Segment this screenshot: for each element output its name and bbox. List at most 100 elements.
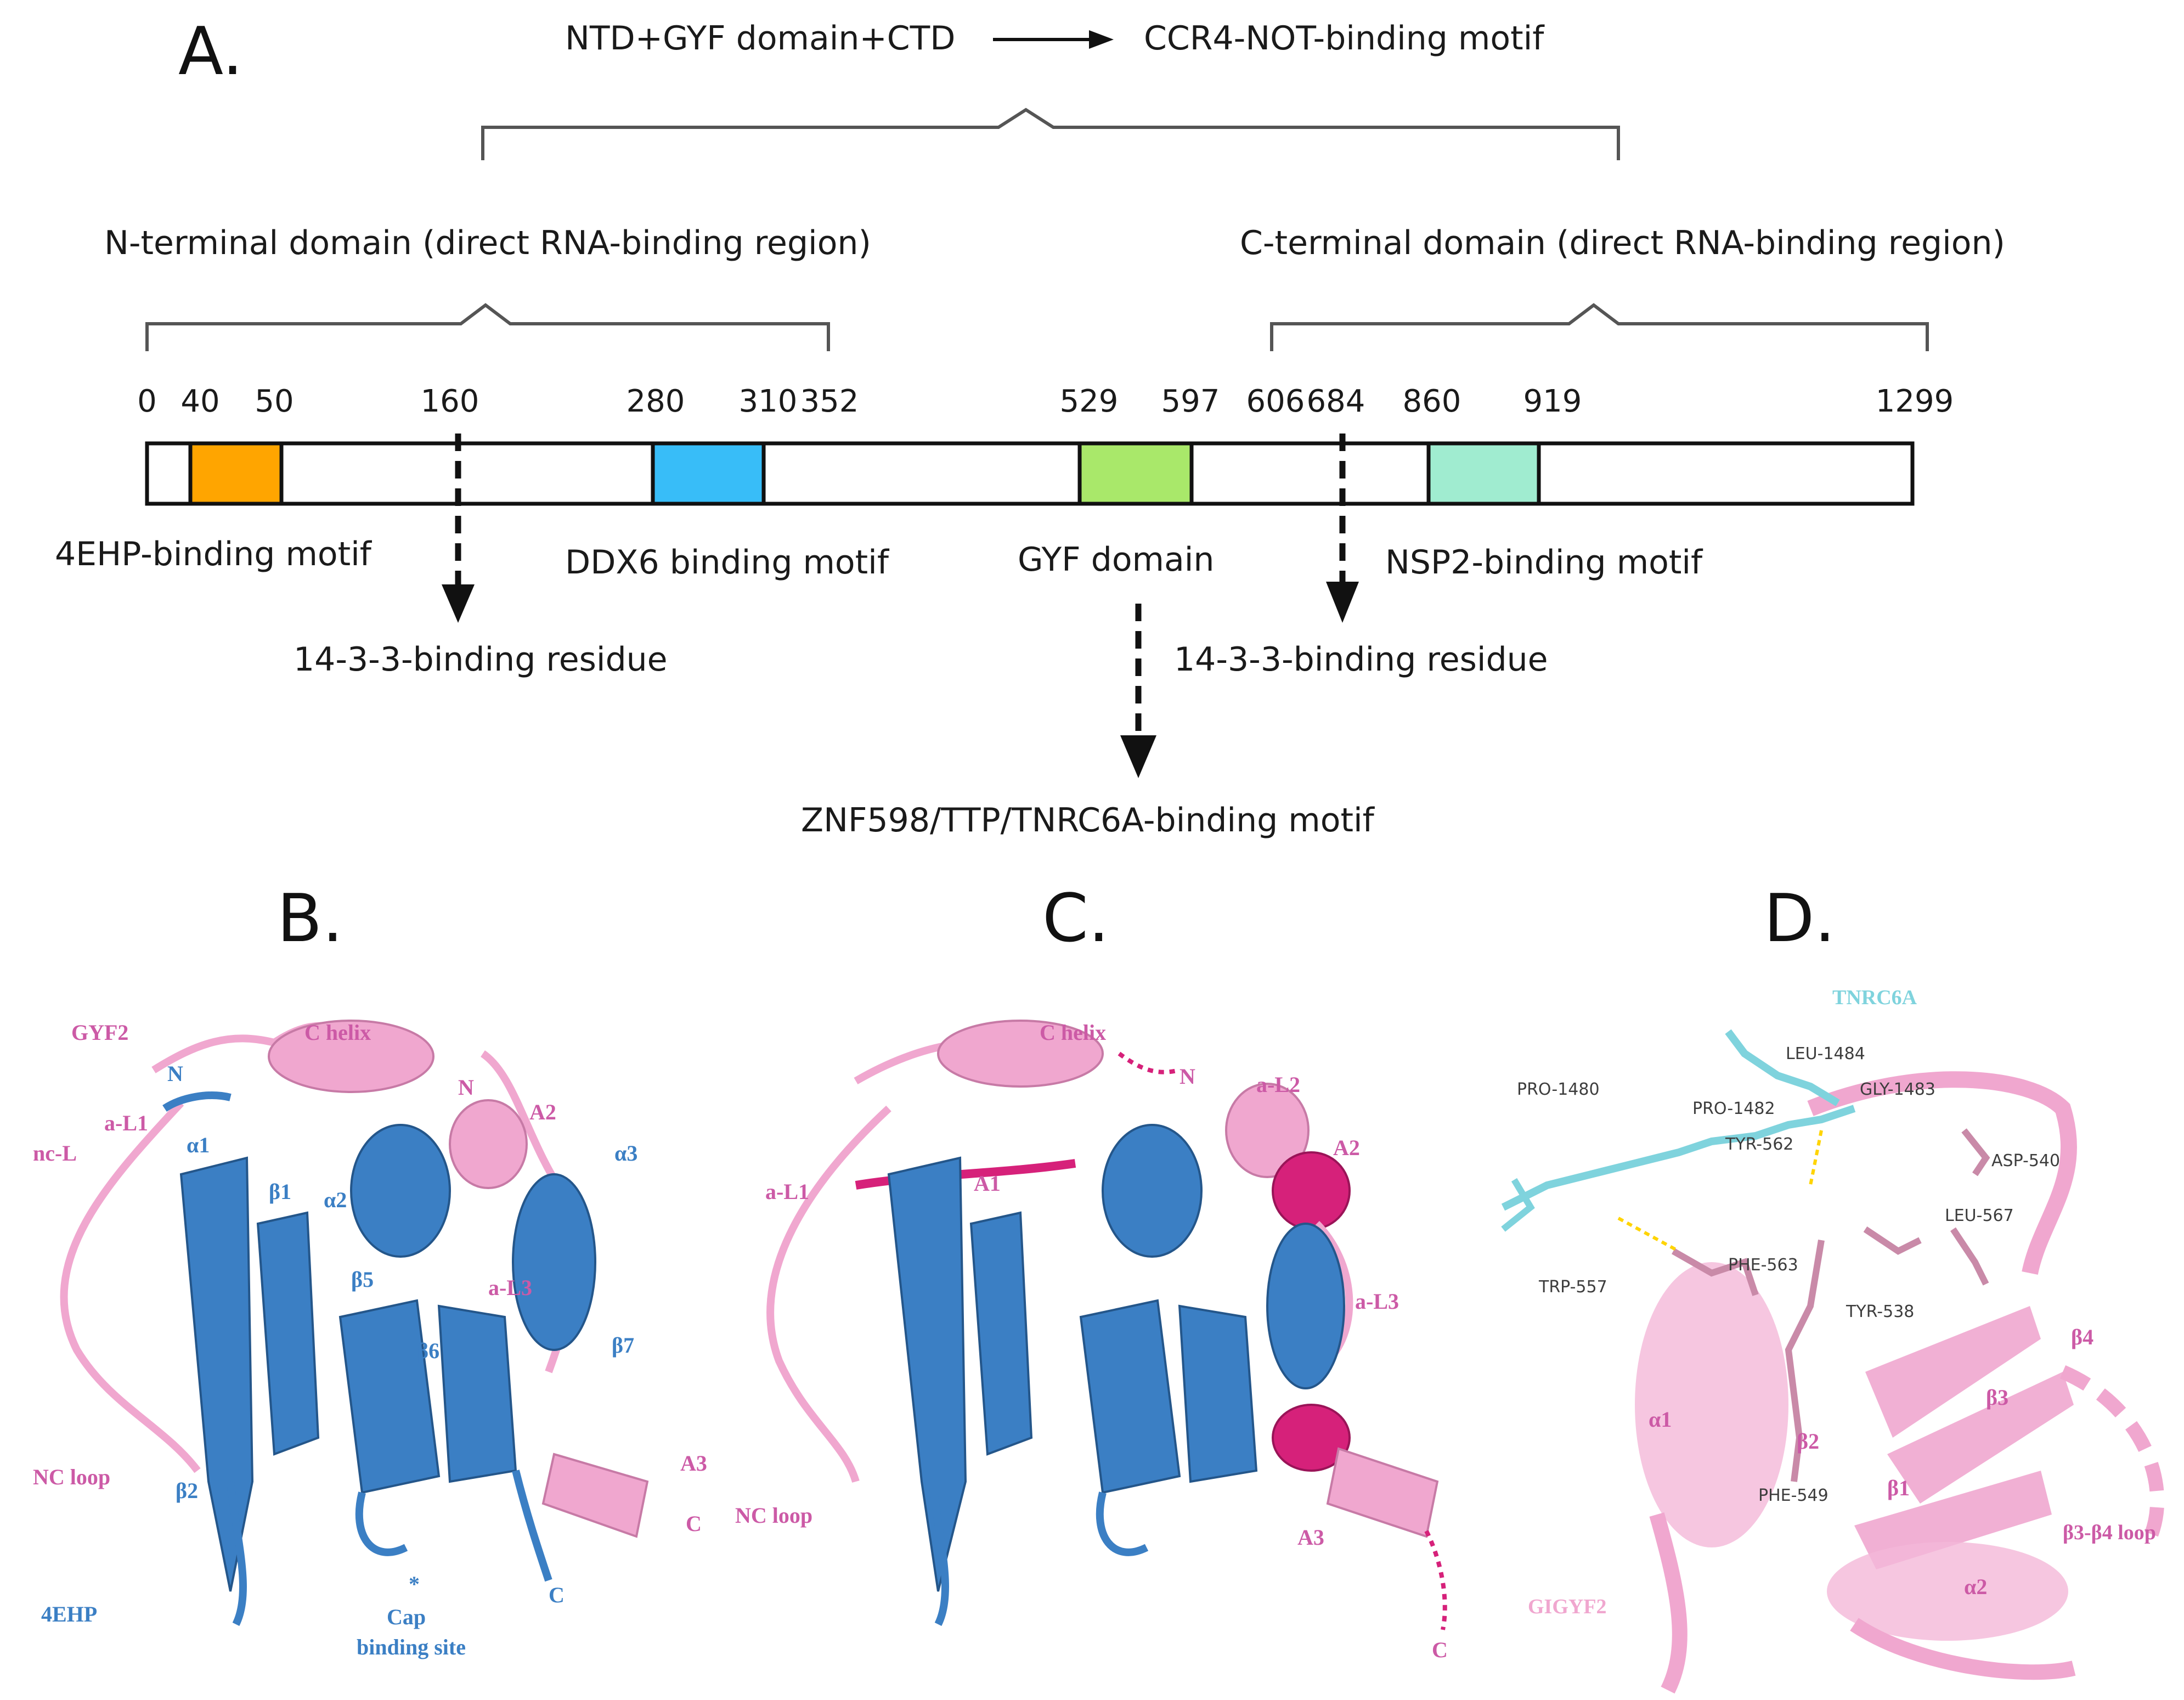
b-alpha2-label: α2 <box>324 1187 347 1212</box>
c-a-l1-label: a-L1 <box>765 1179 809 1204</box>
panel-c-structure <box>766 1020 1447 1630</box>
d-leu567-label: LEU-567 <box>1945 1206 2014 1225</box>
arrow-1433-right-head <box>1326 582 1359 623</box>
b-c-pink-label: C <box>686 1511 702 1536</box>
d-beta2-label: β2 <box>1797 1429 1819 1454</box>
arrow-gyf-head <box>1120 735 1156 778</box>
d-phe563-label: PHE-563 <box>1728 1256 1798 1275</box>
b-beta5-label: β5 <box>351 1267 374 1292</box>
b-binding-site-label: binding site <box>357 1635 466 1659</box>
c-c-helix-label: C helix <box>1040 1020 1106 1045</box>
c-a2-label: A2 <box>1333 1135 1360 1160</box>
d-gigyf2-label: GIGYF2 <box>1528 1595 1607 1618</box>
gyf-partners-label: ZNF598/TTP/TNRC6A-binding motif <box>801 801 1375 840</box>
c-nc-loop-label: NC loop <box>735 1503 812 1528</box>
segment-40-50 <box>188 441 284 506</box>
position-label-352: 352 <box>800 384 859 419</box>
position-label-1299: 1299 <box>1876 384 1954 419</box>
ddx6-motif-label: DDX6 binding motif <box>565 543 890 582</box>
d-gly1483-label: GLY-1483 <box>1860 1080 1935 1099</box>
position-label-0: 0 <box>137 384 157 419</box>
b-gyf2-label: GYF2 <box>71 1020 128 1045</box>
d-pro1480-label: PRO-1480 <box>1517 1080 1600 1099</box>
b-alpha3-label: α3 <box>614 1141 637 1166</box>
ntd-bracket <box>145 303 830 351</box>
c-n-label: N <box>1180 1064 1195 1089</box>
gyf-domain-label: GYF domain <box>1018 541 1214 579</box>
c-a1-label: A1 <box>974 1171 1001 1196</box>
ntd-label: N-terminal domain (direct RNA-binding re… <box>104 224 871 262</box>
segment-529-597 <box>1077 441 1194 506</box>
b-n-blue-label: N <box>167 1061 183 1086</box>
nsp2-motif-label: NSP2-binding motif <box>1385 543 1703 582</box>
b-n-pink-label: N <box>458 1075 474 1100</box>
d-beta1-label: β1 <box>1887 1476 1910 1500</box>
panel-label-a: A. <box>178 14 243 90</box>
position-label-280: 280 <box>627 384 685 419</box>
b-beta1-label: β1 <box>269 1179 291 1204</box>
b-beta2-label: β2 <box>176 1478 198 1503</box>
d-beta3-label: β3 <box>1986 1385 2008 1410</box>
position-label-597: 597 <box>1161 384 1220 419</box>
d-tyr562-label: TYR-562 <box>1725 1135 1793 1154</box>
c-a3-label: A3 <box>1297 1525 1324 1550</box>
panel-b-structure <box>60 1020 649 1626</box>
flow-right-label: CCR4-NOT-binding motif <box>1144 19 1545 58</box>
position-label-40: 40 <box>180 384 219 419</box>
position-label-50: 50 <box>255 384 294 419</box>
b-c-blue-label: C <box>549 1583 565 1607</box>
d-trp557-label: TRP-557 <box>1538 1277 1607 1297</box>
b-a3-label: A3 <box>680 1451 707 1476</box>
ccr4-not-bracket <box>481 108 1620 160</box>
d-b3b4loop-label: β3-β4 loop <box>2063 1521 2156 1544</box>
panel-label-c: C. <box>1042 881 1109 957</box>
d-asp540-label: ASP-540 <box>1991 1151 2060 1170</box>
position-label-919: 919 <box>1523 384 1582 419</box>
d-alpha2-label: α2 <box>1964 1574 1987 1599</box>
segment-280-310 <box>651 441 766 506</box>
b-c-helix-label: C helix <box>304 1020 371 1045</box>
b-a-l3-label: a-L3 <box>488 1275 532 1300</box>
b-nc-l-label: nc-L <box>33 1141 77 1166</box>
position-label-310: 310 <box>739 384 798 419</box>
d-alpha1-label: α1 <box>1649 1407 1672 1432</box>
b-beta6-label: β6 <box>417 1338 439 1363</box>
panel-label-b: B. <box>277 881 343 957</box>
segment-860-919 <box>1426 441 1541 506</box>
panel-label-d: D. <box>1764 881 1836 957</box>
c-a-l2-label: a-L2 <box>1256 1072 1300 1097</box>
domain-bar <box>145 441 1915 506</box>
d-pro1482-label: PRO-1482 <box>1692 1099 1775 1118</box>
b-alpha1-label: α1 <box>187 1133 210 1157</box>
b-cap-label: Cap <box>387 1605 426 1629</box>
b-a-l1-label: a-L1 <box>104 1111 148 1135</box>
ehp-motif-label: 4EHP-binding motif <box>55 535 373 573</box>
position-label-529: 529 <box>1060 384 1119 419</box>
b-4ehp-label: 4EHP <box>41 1602 97 1626</box>
b-star-label: * <box>409 1572 420 1596</box>
c-a-l3-label: a-L3 <box>1355 1289 1399 1314</box>
d-leu1484-label: LEU-1484 <box>1786 1044 1865 1063</box>
b-beta7-label: β7 <box>612 1333 634 1358</box>
arrow-1433-left-head <box>442 584 475 623</box>
b-a2-label: A2 <box>529 1100 556 1124</box>
panel-d-structure <box>1501 1029 2165 1694</box>
d-tyr538-label: TYR-538 <box>1846 1302 1914 1321</box>
d-tnrc6a-label: TNRC6A <box>1832 986 1917 1009</box>
flow-arrow-head <box>1089 30 1114 49</box>
ctd-label: C-terminal domain (direct RNA-binding re… <box>1240 224 2005 262</box>
residue-1433-right-label: 14-3-3-binding residue <box>1174 640 1548 679</box>
ctd-bracket <box>1270 303 1929 351</box>
c-c-label: C <box>1432 1637 1448 1662</box>
residue-1433-left-label: 14-3-3-binding residue <box>294 640 668 679</box>
position-label-860: 860 <box>1403 384 1461 419</box>
flow-left-label: NTD+GYF domain+CTD <box>565 19 955 58</box>
position-label-684: 684 <box>1307 384 1365 419</box>
position-label-606: 606 <box>1246 384 1305 419</box>
position-label-160: 160 <box>421 384 479 419</box>
d-phe549-label: PHE-549 <box>1758 1486 1829 1505</box>
domain-segments <box>188 441 1541 506</box>
d-beta4-label: β4 <box>2071 1325 2093 1349</box>
